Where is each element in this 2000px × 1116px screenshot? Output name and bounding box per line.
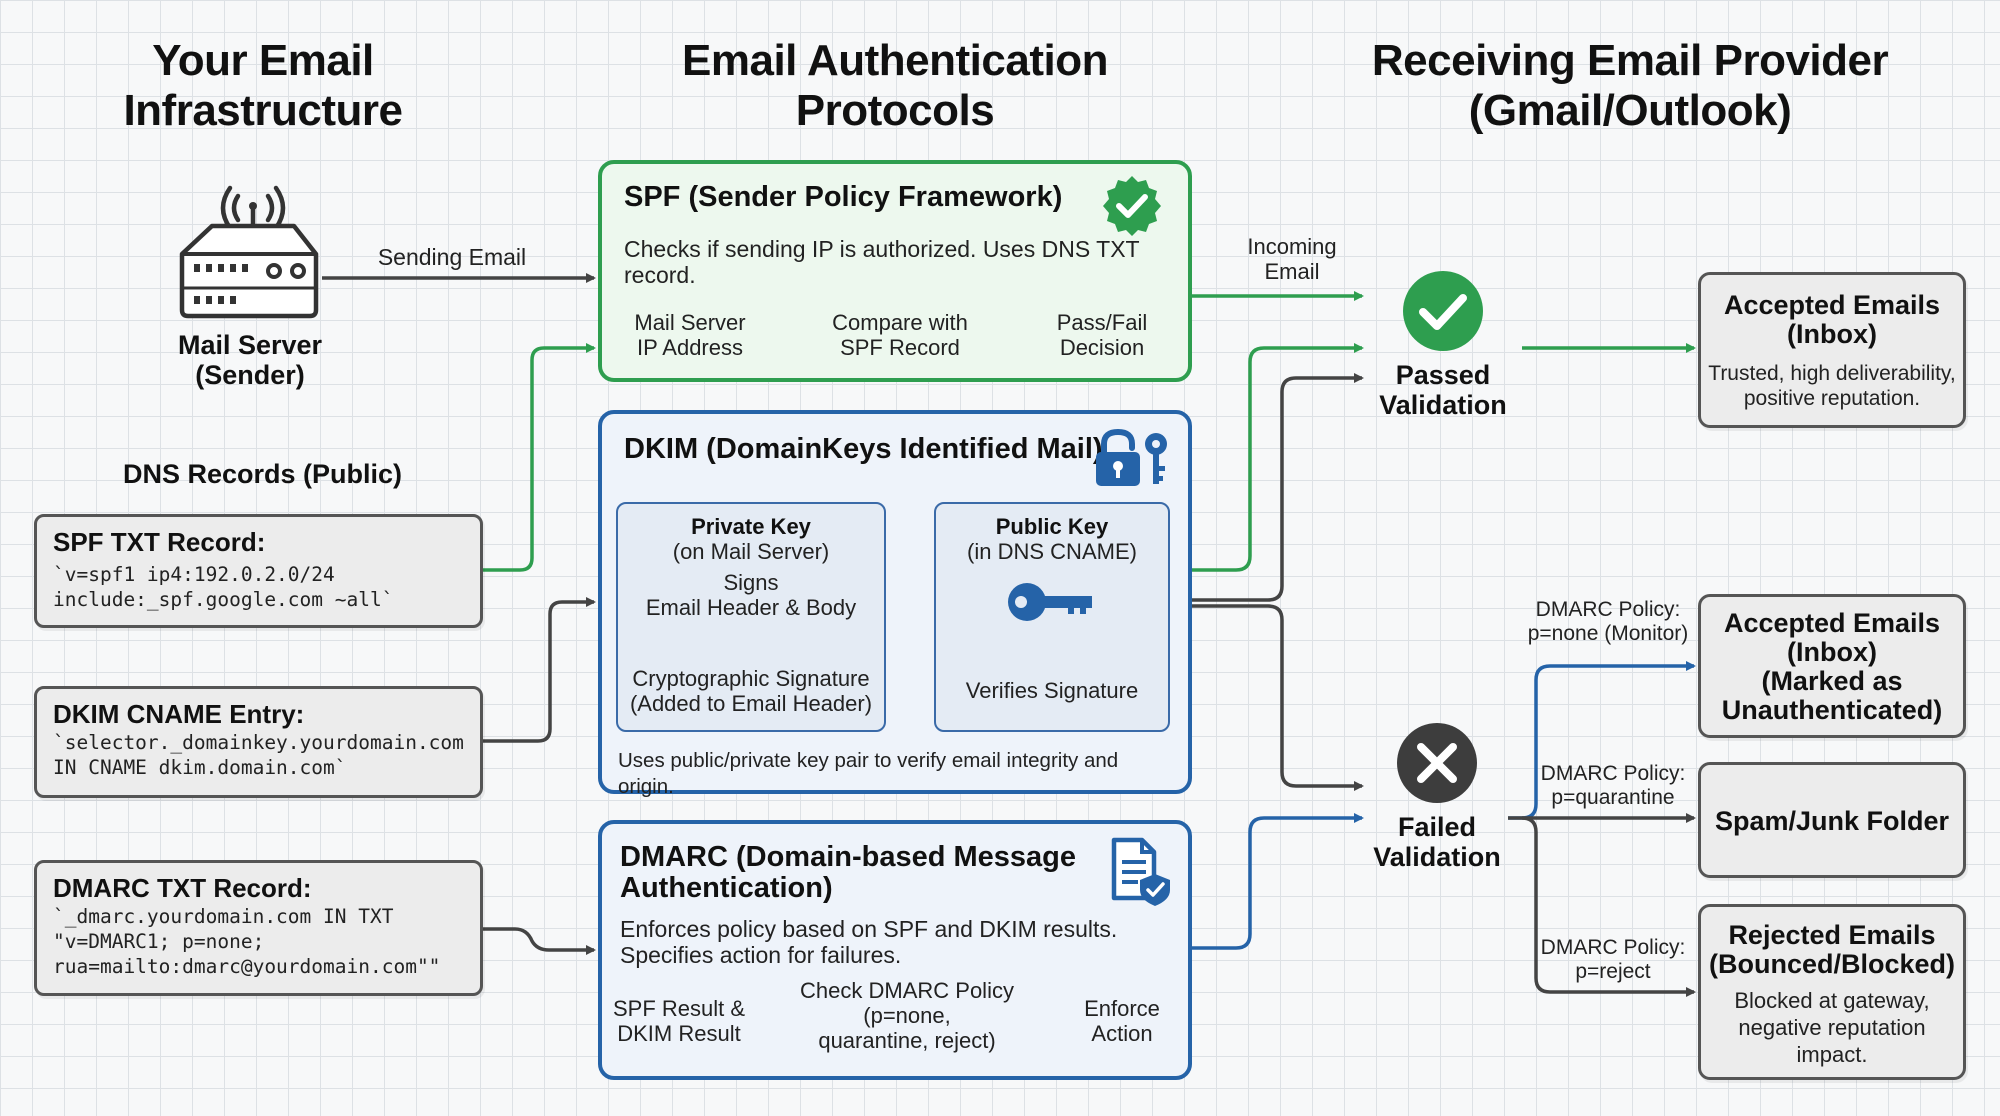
private-key-result: Cryptographic Signature (Added to Email … [629,666,873,716]
key-icon [1008,583,1092,621]
verified-badge-icon [1103,176,1161,236]
private-key-subtitle: (on Mail Server) [672,539,830,564]
dns-spf-title: SPF TXT Record: [53,527,266,557]
dns-dmarc-title: DMARC TXT Record: [53,873,312,903]
dmarc-protocol-box: DMARC (Domain-based Message Authenticati… [598,820,1192,1080]
column-heading-protocols: Email Authentication Protocols [682,36,1108,135]
column-heading-provider: Receiving Email Provider (Gmail/Outlook) [1371,36,1889,135]
accepted-inbox-title: Accepted Emails (Inbox) [1723,290,1941,349]
policy-none-label: DMARC Policy: p=none (Monitor) [1527,598,1689,645]
dkim-footer: Uses public/private key pair to verify e… [618,749,1119,798]
public-key-title: Public Key [995,514,1109,539]
mail-server-label: Mail Server (Sender) [177,330,323,390]
spf-title: SPF (Sender Policy Framework) [624,181,1063,213]
dmarc-title: DMARC (Domain-based Message Authenticati… [620,841,1077,904]
arrow-dmarc-failed [1192,813,1364,950]
arrow-dkim-passed [1192,343,1364,572]
dns-dkim-title: DKIM CNAME Entry: [53,699,305,729]
mail-server-icon [179,185,319,319]
column-heading-infrastructure: Your Email Infrastructure [123,36,403,135]
arrow-dkim-record [483,597,596,743]
spam-folder-title: Spam/Junk Folder [1714,806,1950,836]
spf-step-compare: Compare with SPF Record [832,310,968,360]
dmarc-step-enforce: Enforce Action [1084,996,1160,1046]
incoming-email-label: Incoming Email [1247,234,1337,284]
rejected-box: Rejected Emails (Bounced/Blocked) Blocke… [1698,904,1966,1080]
rejected-title: Rejected Emails (Bounced/Blocked) [1708,920,1956,979]
dns-records-heading: DNS Records (Public) [122,459,403,489]
failed-validation-label: Failed Validation [1373,812,1501,872]
accepted-unauthenticated-box: Accepted Emails (Inbox) (Marked as Unaut… [1698,594,1966,738]
dns-dmarc-record: DMARC TXT Record: `_dmarc.yourdomain.com… [34,860,483,996]
dmarc-description: Enforces policy based on SPF and DKIM re… [620,916,1118,968]
public-key-subtitle: (in DNS CNAME) [967,539,1137,564]
dkim-title: DKIM (DomainKeys Identified Mail) [624,433,1103,465]
spf-step-ip-address: Mail Server IP Address [634,310,746,360]
public-key-box: Public Key (in DNS CNAME) Verifies Signa… [934,502,1170,732]
arrow-dmarc-record [483,927,596,955]
lock-key-icon [1096,428,1167,486]
arrow-dkim-passed-dark [1192,373,1364,602]
check-circle-icon [1403,271,1483,351]
dns-dmarc-code: `_dmarc.yourdomain.com IN TXT "v=DMARC1;… [53,905,441,978]
accepted-inbox-desc: Trusted, high deliverability, positive r… [1708,362,1956,410]
spam-folder-box: Spam/Junk Folder [1698,762,1966,878]
arrow-dkim-failed [1192,604,1364,791]
dns-spf-code: `v=spf1 ip4:192.0.2.0/24 include:_spf.go… [53,563,394,611]
dns-dkim-code: `selector._domainkey.yourdomain.com IN C… [53,731,464,779]
policy-reject-label: DMARC Policy: p=reject [1540,936,1686,983]
accepted-inbox-box: Accepted Emails (Inbox) Trusted, high de… [1698,272,1966,428]
arrow-failed-reject [1521,816,1696,997]
private-key-action: Signs Email Header & Body [645,570,857,620]
dns-dkim-record: DKIM CNAME Entry: `selector._domainkey.y… [34,686,483,798]
private-key-title: Private Key [691,514,811,539]
dmarc-step-results: SPF Result & DKIM Result [612,996,746,1046]
public-key-action: Verifies Signature [965,678,1139,703]
dkim-protocol-box: DKIM (DomainKeys Identified Mail) Privat… [598,410,1192,798]
dns-spf-record: SPF TXT Record: `v=spf1 ip4:192.0.2.0/24… [34,514,483,628]
spf-description: Checks if sending IP is authorized. Uses… [624,236,1140,288]
arrow-spf-record [483,343,596,572]
spf-protocol-box: SPF (Sender Policy Framework) Checks if … [598,160,1192,382]
x-circle-icon [1397,723,1477,803]
sending-email-label: Sending Email [377,244,527,270]
dmarc-step-check-policy: Check DMARC Policy (p=none, quarantine, … [800,978,1014,1053]
spf-step-decision: Pass/Fail Decision [1056,310,1148,360]
passed-validation-label: Passed Validation [1379,360,1507,420]
document-shield-icon [1111,837,1170,906]
policy-quarantine-label: DMARC Policy: p=quarantine [1540,762,1686,809]
rejected-desc: Blocked at gateway, negative reputation … [1734,988,1930,1067]
private-key-box: Private Key (on Mail Server) Signs Email… [616,502,886,732]
accepted-unauthenticated-title: Accepted Emails (Inbox) (Marked as Unaut… [1721,608,1943,725]
